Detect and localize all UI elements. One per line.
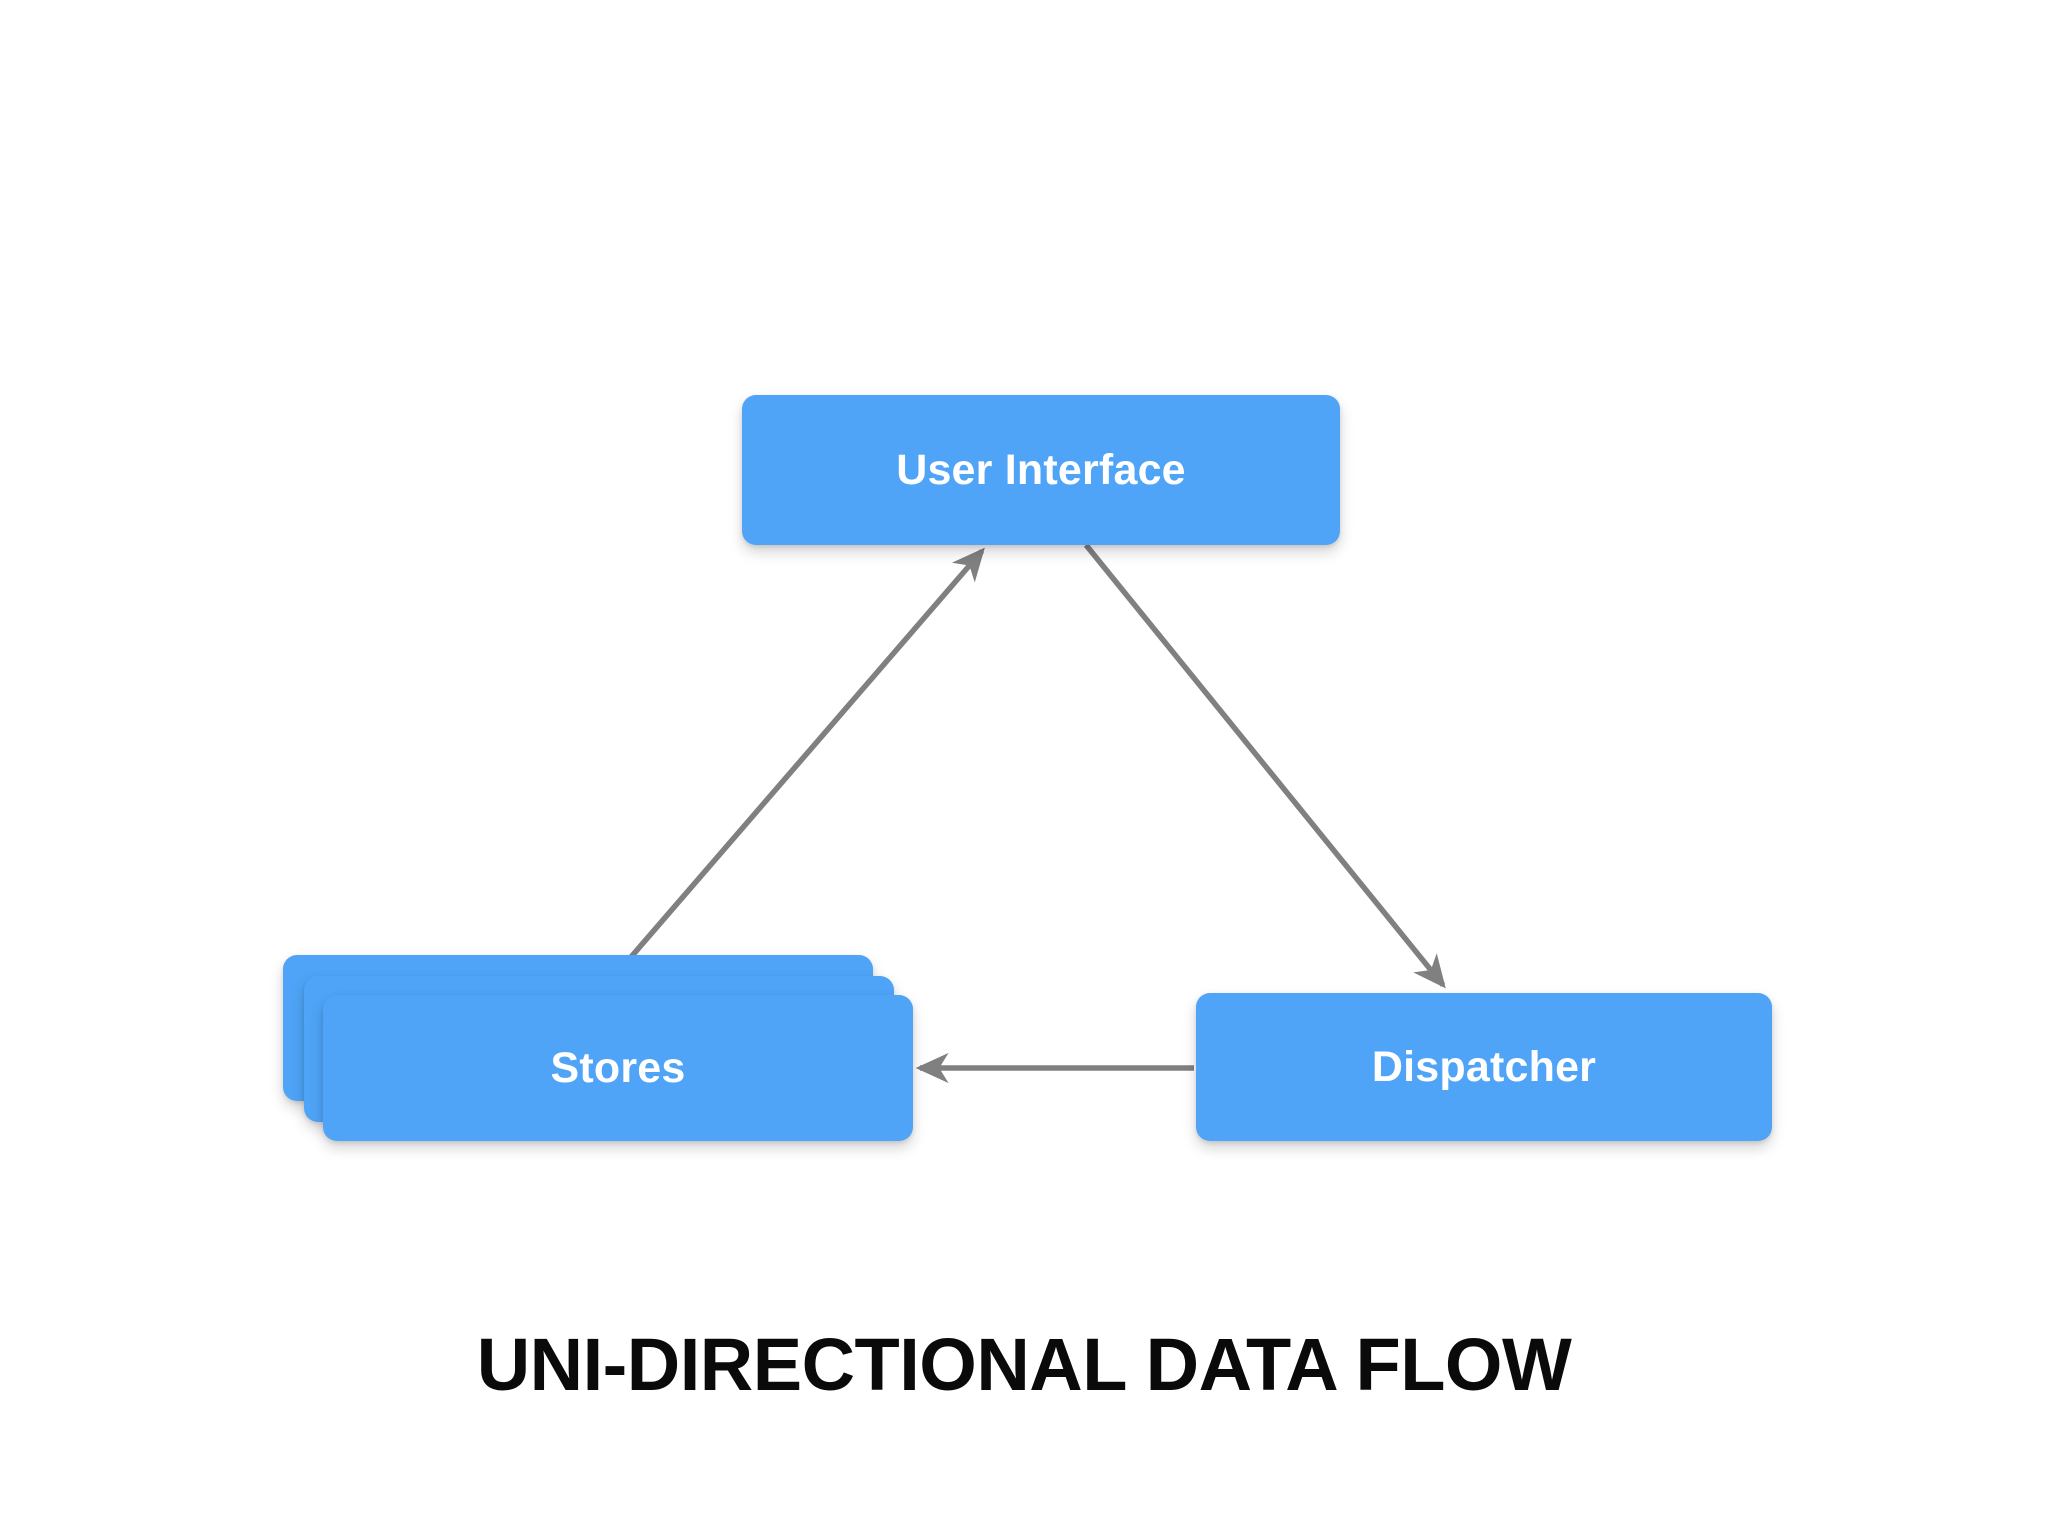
edge-ui-to-dispatcher <box>1083 543 1446 989</box>
node-stores[interactable]: Stores <box>283 955 913 1145</box>
node-dispatcher[interactable]: Dispatcher <box>1196 993 1772 1141</box>
stores-card-front[interactable]: Stores <box>323 995 913 1141</box>
node-user-interface-label: User Interface <box>896 445 1186 494</box>
edge-stores-to-ui <box>628 547 985 959</box>
node-user-interface[interactable]: User Interface <box>742 395 1340 545</box>
node-stores-label: Stores <box>550 1043 686 1092</box>
diagram-caption: UNI-DIRECTIONAL DATA FLOW <box>476 1323 1572 1406</box>
node-dispatcher-label: Dispatcher <box>1371 1042 1597 1091</box>
